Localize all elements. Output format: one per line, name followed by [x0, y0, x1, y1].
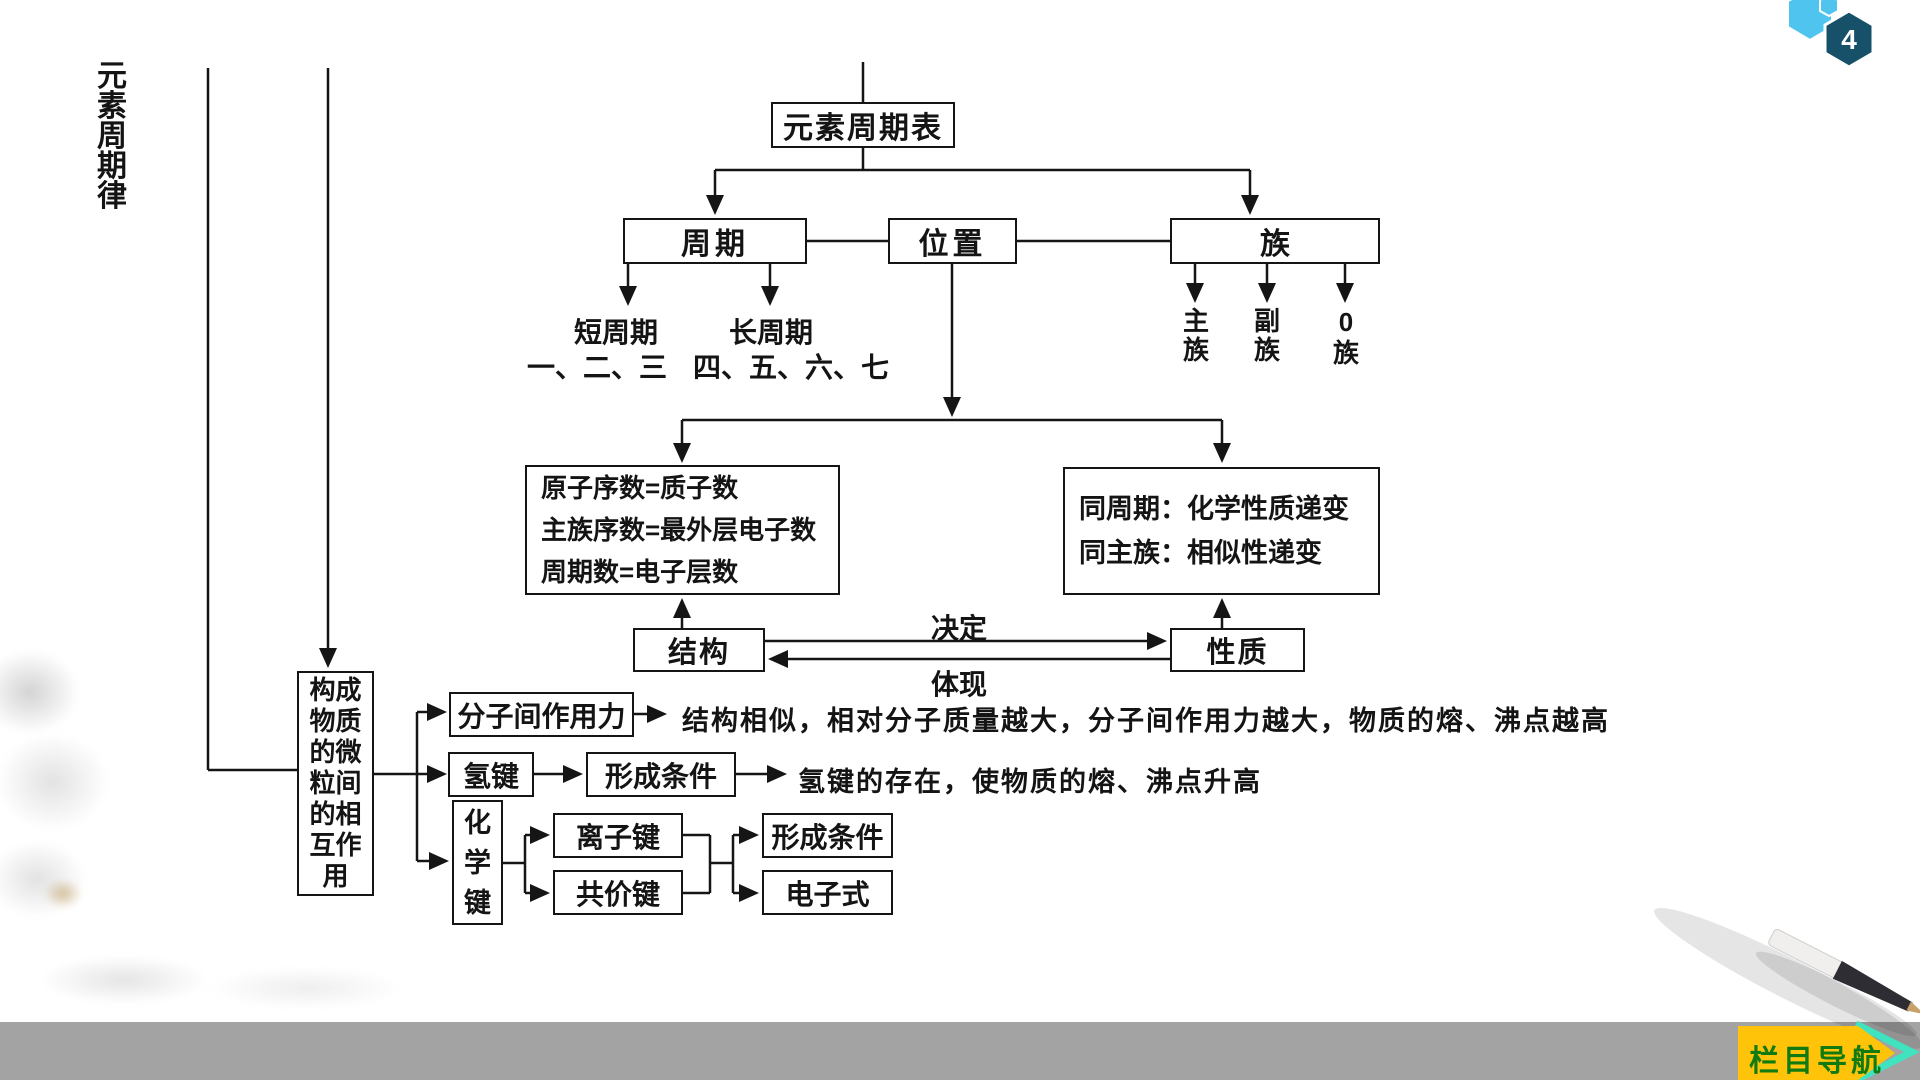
node-interaction: 构成物质的微粒间的相互作用 [297, 671, 374, 896]
node-hydrogen-bond: 氢键 [448, 752, 534, 797]
node-covalent-bond: 共价键 [553, 870, 683, 915]
node-label: 电子式 [785, 878, 870, 910]
node-period: 周期 [623, 218, 807, 264]
node-property-rules: 同周期：化学性质递变 同主族：相似性递变 [1063, 467, 1380, 595]
node-formation-condition-1: 形成条件 [586, 752, 736, 797]
label-reflects: 体现 [930, 669, 988, 700]
nav-button[interactable]: 栏目导航 [1749, 1045, 1885, 1078]
node-chemical-bond: 化学键 [452, 800, 503, 925]
structure-rule-3: 周期数=电子层数 [541, 557, 739, 587]
node-position: 位置 [888, 218, 1017, 264]
node-periodic-table: 元素周期表 [771, 102, 955, 148]
node-intermolecular-force: 分子间作用力 [449, 692, 634, 737]
note-hydrogen-bond: 氢键的存在，使物质的熔、沸点升高 [798, 767, 1262, 797]
node-label: 周期 [681, 228, 749, 261]
node-structure: 结构 [633, 628, 765, 672]
node-label: 形成条件 [771, 821, 884, 853]
property-rule-2: 同主族：相似性递变 [1079, 538, 1322, 568]
node-electron-formula: 电子式 [762, 870, 893, 915]
node-label: 共价键 [575, 878, 660, 910]
node-property: 性质 [1170, 628, 1305, 672]
node-family: 族 [1170, 218, 1380, 264]
label-short-period-values: 一、二、三 [526, 352, 668, 383]
floral-sketch-bottom-left [20, 940, 540, 1020]
node-label: 构成物质的微粒间的相互作用 [309, 675, 362, 891]
hexagon-logo: 4 [1787, 0, 1875, 69]
node-label: 离子键 [575, 821, 660, 853]
node-label: 分子间作用力 [457, 700, 626, 732]
node-label: 族 [1260, 228, 1290, 261]
label-zero-group: 0族 [1332, 307, 1359, 368]
structure-rule-2: 主族序数=最外层电子数 [541, 515, 817, 545]
node-label: 氢键 [462, 760, 519, 792]
node-label: 化学键 [464, 807, 491, 918]
node-label: 形成条件 [604, 760, 717, 792]
label-short-period: 短周期 [573, 317, 659, 348]
structure-rule-1: 原子序数=质子数 [541, 473, 739, 503]
node-label: 结构 [667, 637, 730, 669]
label-main-group: 主族 [1182, 306, 1209, 365]
label-determines: 决定 [930, 613, 988, 644]
node-structure-rules: 原子序数=质子数 主族序数=最外层电子数 周期数=电子层数 [525, 465, 840, 595]
node-label: 位置 [918, 228, 987, 261]
bottom-bar [0, 1022, 1920, 1080]
label-long-period: 长周期 [728, 317, 814, 348]
note-intermolecular: 结构相似，相对分子质量越大，分子间作用力越大，物质的熔、沸点越高 [682, 706, 1610, 736]
slide-title-vertical: 元素周期律 [97, 60, 127, 213]
node-ionic-bond: 离子键 [553, 813, 683, 858]
node-formation-condition-2: 形成条件 [762, 813, 893, 858]
page-number-badge: 4 [1841, 24, 1857, 55]
property-rule-1: 同周期：化学性质递变 [1079, 494, 1349, 524]
label-sub-group: 副族 [1253, 306, 1280, 365]
label-long-period-values: 四、五、六、七 [692, 352, 890, 383]
floral-sketch-left [0, 620, 120, 980]
node-label: 性质 [1206, 637, 1269, 669]
node-label: 元素周期表 [783, 112, 943, 145]
